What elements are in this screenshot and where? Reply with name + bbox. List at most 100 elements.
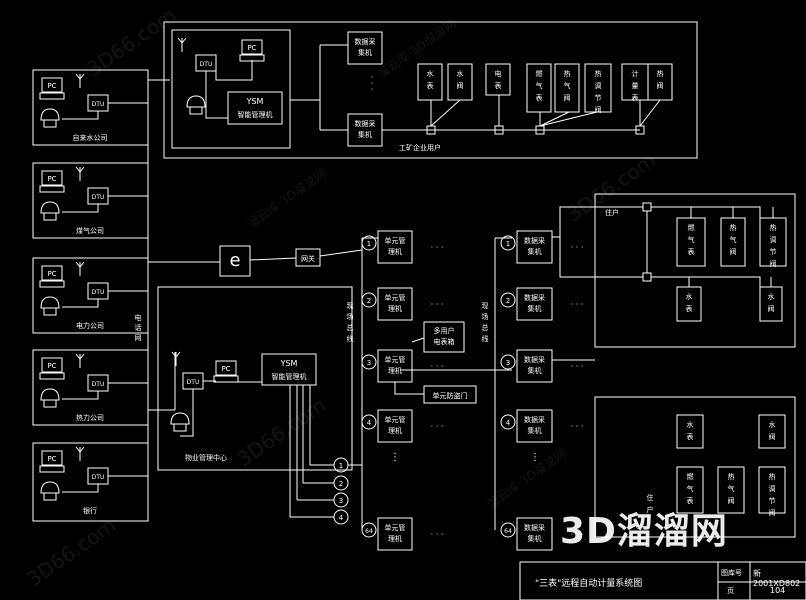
svg-text:电表箱: 电表箱 <box>434 337 455 346</box>
resident-top-bus-1 <box>552 206 643 238</box>
svg-text:总: 总 <box>347 323 354 332</box>
resident-top-meter-4-label: 水阀 <box>768 292 775 313</box>
svg-text:现: 现 <box>482 302 489 310</box>
svg-text:·: · <box>371 73 374 82</box>
center-pc-label: PC <box>221 365 230 373</box>
svg-text:数据采: 数据采 <box>524 293 545 302</box>
company-2-phone-icon <box>40 296 60 316</box>
company-1-pc-monitor <box>41 170 63 186</box>
industrial-meter-0 <box>417 63 443 101</box>
center-port-1 <box>333 457 349 473</box>
svg-text:节: 节 <box>595 94 602 102</box>
resident-bottom-meter-1-label: 水阀 <box>769 420 776 441</box>
svg-text:阀: 阀 <box>728 496 735 505</box>
resident-top-bus-2 <box>559 237 643 278</box>
company-4-antenna <box>75 446 85 461</box>
company-0-dtu-label: DTU <box>92 101 105 108</box>
title-block-drawing-no: 新2001XD802 <box>753 569 801 588</box>
svg-text:⋮: ⋮ <box>390 452 400 463</box>
svg-text:多用户: 多用户 <box>434 326 455 335</box>
svg-text:集机: 集机 <box>358 48 372 57</box>
svg-text:水: 水 <box>457 69 464 78</box>
resident-2-label: 住户 <box>647 493 654 514</box>
industrial-collector-top <box>347 31 383 65</box>
resident-top-meter-3-label: 水表 <box>686 292 693 313</box>
industrial-meter-2 <box>485 63 511 96</box>
collector-ellipsis-2: · · · <box>571 300 584 309</box>
watermark-brand: 3D溜溜网 <box>560 511 728 552</box>
svg-text:节: 节 <box>770 248 777 256</box>
company-4-name: 银行 <box>83 506 97 515</box>
phone-network-lines <box>147 79 220 520</box>
company-3-pc-label: PC <box>47 362 56 370</box>
resident-bottom-meter-3-label: 热气阀 <box>728 472 735 505</box>
svg-text:阀: 阀 <box>595 105 602 114</box>
center-ysm-label: YSM <box>280 359 298 368</box>
property-center-frame <box>157 286 353 471</box>
svg-text:数据采: 数据采 <box>355 119 376 128</box>
svg-text:燃: 燃 <box>688 223 695 232</box>
industrial-collector-bottom <box>347 113 383 147</box>
svg-text:集机: 集机 <box>358 130 372 139</box>
svg-text:单元管: 单元管 <box>385 415 406 424</box>
svg-text:调: 调 <box>770 235 777 244</box>
svg-text:数据采: 数据采 <box>524 355 545 364</box>
svg-text:表: 表 <box>427 81 434 90</box>
industrial-meter-4-label: 热气阀 <box>564 69 571 102</box>
industrial-meter-7-label: 热阀 <box>657 69 664 90</box>
industrial-bus <box>290 44 661 135</box>
industrial-ysm-box <box>227 91 283 125</box>
gateway-bus-link <box>319 249 363 257</box>
svg-text:住: 住 <box>647 493 654 502</box>
svg-text:调: 调 <box>595 81 602 90</box>
svg-text:水: 水 <box>769 420 776 429</box>
unit-port-64-label: 64 <box>365 528 373 535</box>
company-1-phone-icon <box>40 201 60 221</box>
industrial-meter-4 <box>554 63 580 113</box>
svg-text:线: 线 <box>347 334 354 343</box>
svg-text:热: 热 <box>728 472 735 481</box>
svg-text:表: 表 <box>687 432 694 441</box>
svg-text:话: 话 <box>135 323 142 332</box>
unit-port-4-label: 4 <box>367 419 372 427</box>
site-bus-lines <box>361 237 595 530</box>
company-3-phone-icon <box>40 388 60 408</box>
collector-port-1 <box>500 235 516 251</box>
industrial-dtu-label: DTU <box>200 61 213 68</box>
industrial-ysm-label: YSM <box>246 97 264 106</box>
company-2-antenna <box>75 261 85 276</box>
company-3-link <box>62 391 99 400</box>
resident-bottom-meter-4 <box>758 466 786 514</box>
unit-port-4 <box>361 414 377 430</box>
unit-port-3-label: 3 <box>367 359 371 367</box>
center-port-1-label: 1 <box>339 462 343 470</box>
svg-text:阀: 阀 <box>657 81 664 90</box>
company-4-pc-monitor <box>41 450 63 466</box>
svg-text:场: 场 <box>482 312 489 321</box>
company-2-pc-keyboard <box>39 280 65 288</box>
network-e-label: e <box>229 250 240 271</box>
collector-4 <box>516 409 553 443</box>
industrial-meter-1-label: 水阀 <box>457 69 464 90</box>
svg-text:集机: 集机 <box>528 304 542 313</box>
svg-text:电: 电 <box>135 313 142 322</box>
phone-net-label: 电话网 <box>135 313 142 342</box>
unit-ellipsis-3: · · · <box>431 362 444 371</box>
resident-bottom-meter-1 <box>758 414 786 449</box>
svg-text:热: 热 <box>657 69 664 78</box>
unit-port-3 <box>361 354 377 370</box>
resident-frame-bottom <box>594 396 796 538</box>
svg-text:表: 表 <box>688 247 695 256</box>
svg-text:阀: 阀 <box>770 259 777 268</box>
industrial-phone-icon <box>186 95 206 115</box>
center-port-2 <box>333 475 349 491</box>
industrial-antenna <box>177 37 187 52</box>
company-3-pc-keyboard <box>39 372 65 380</box>
title-block-page-label: 页 <box>727 587 734 595</box>
svg-text:阀: 阀 <box>457 81 464 90</box>
